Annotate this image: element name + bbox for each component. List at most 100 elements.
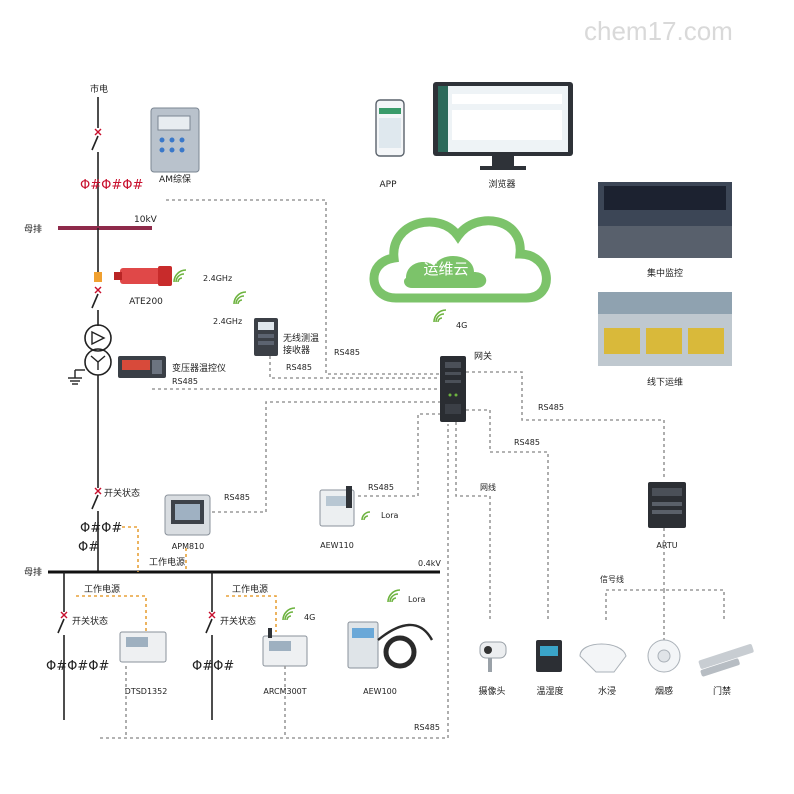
- camera-icon: [479, 641, 507, 672]
- label-rs485-aew110: RS485: [368, 483, 394, 492]
- breaker-switch-low: [91, 494, 99, 510]
- link-apm-to-gateway: [212, 401, 444, 513]
- label-cloud-signal: 4G: [456, 321, 467, 330]
- label-busbar-top: 母排: [24, 223, 42, 235]
- label-dtsd1352: DTSD1352: [125, 687, 168, 696]
- wifi-icon-arcm: [282, 607, 296, 621]
- fuse-x-branch-1: [60, 611, 68, 619]
- label-cloud: 运维云: [423, 260, 468, 278]
- ground-icon: [68, 369, 85, 385]
- door-sensor-icon: [698, 644, 754, 677]
- label-water: 水浸: [598, 685, 616, 697]
- water-sensor-icon: [579, 643, 627, 673]
- disconnect-switch-mid: [91, 293, 99, 309]
- watermark: chem17.com: [584, 16, 733, 46]
- label-gateway: 网关: [474, 350, 492, 362]
- aew110-meter: [319, 486, 355, 527]
- label-camera: 摄像头: [478, 685, 505, 697]
- label-am: AM综保: [159, 173, 191, 185]
- label-offline-ops: 线下运维: [647, 376, 683, 388]
- label-switch-state-left: 开关状态: [72, 615, 108, 627]
- label-receiver-freq: 2.4GHz: [213, 317, 242, 326]
- label-aew100: AEW100: [363, 687, 397, 696]
- link-gateway-to-artu: [466, 371, 665, 480]
- label-busbar-bottom: 母排: [24, 566, 42, 578]
- label-lora-aew100: Lora: [408, 595, 426, 604]
- label-ate200: ATE200: [129, 297, 163, 307]
- link-gateway-to-camera: [455, 422, 491, 620]
- am-protection-device: [150, 107, 200, 173]
- label-rs485-right-a: RS485: [538, 403, 564, 412]
- label-04kv: 0.4kV: [418, 559, 441, 568]
- branch-1-switch: [57, 618, 65, 634]
- label-work-power-left: 工作电源: [84, 583, 120, 595]
- label-receiver-1: 无线测温: [283, 332, 319, 344]
- phone-app-icon: [375, 99, 405, 157]
- label-network-cable: 网线: [480, 482, 496, 492]
- humidity-sensor-icon: [536, 640, 562, 672]
- link-gateway-to-humidity: [466, 409, 549, 620]
- offline-ops-photo: [598, 292, 732, 366]
- label-switch-state-top: 开关状态: [104, 487, 140, 499]
- transformer-temp-controller: [118, 356, 166, 378]
- central-monitor-photo: [598, 182, 732, 258]
- ct-group-branch-2: Φ#Φ#: [192, 659, 234, 674]
- fuse-x-low: [94, 487, 102, 495]
- label-signal-line: 信号线: [600, 574, 624, 584]
- label-rs485-transformer: RS485: [172, 377, 198, 386]
- apm810-meter: [164, 494, 211, 536]
- wifi-icon-ate: [173, 269, 187, 283]
- label-rs485-receiver-a: RS485: [334, 348, 360, 357]
- label-lora-aew110: Lora: [381, 511, 399, 520]
- label-apm810: APM810: [172, 542, 204, 551]
- fuse-x-top: [94, 128, 102, 136]
- wifi-icon-aew100: [387, 589, 401, 603]
- label-receiver-2: 接收器: [283, 344, 310, 356]
- wifi-icon-aew110: [361, 511, 371, 521]
- link-aew110-to-gateway: [358, 413, 444, 497]
- label-work-power-mid: 工作电源: [232, 583, 268, 595]
- label-arcm-signal: 4G: [304, 613, 315, 622]
- label-door: 门禁: [713, 685, 731, 697]
- dtsd1352-meter: [119, 631, 167, 663]
- transformer-icon: [84, 324, 112, 376]
- link-rs485-bottom: [100, 424, 449, 739]
- link-receiver-to-gateway: [269, 356, 444, 379]
- ct-group-low-2: Φ#: [78, 540, 99, 555]
- label-work-power-apm: 工作电源: [149, 556, 185, 568]
- ct-group-low: Φ#Φ#: [80, 521, 122, 536]
- svg-text:Φ#Φ#Φ#: Φ#Φ#Φ#: [80, 178, 143, 193]
- smoke-detector-icon: [647, 639, 681, 673]
- ct-group-branch-1: Φ#Φ#Φ#: [46, 659, 109, 674]
- gateway-device: [440, 356, 466, 422]
- wifi-icon-receiver: [233, 291, 247, 305]
- label-central-monitor: 集中监控: [647, 267, 683, 279]
- wireless-receiver-device: [254, 318, 278, 356]
- fuse-orange: [94, 272, 102, 282]
- label-rs485-apm: RS485: [224, 493, 250, 502]
- label-rs485-bottom: RS485: [414, 723, 440, 732]
- label-utility: 市电: [90, 83, 108, 95]
- artu-device: [648, 482, 686, 528]
- work-power-line-apm: [122, 526, 139, 572]
- label-humidity: 温湿度: [536, 685, 563, 697]
- branch-2-switch: [205, 618, 213, 634]
- link-am-to-gateway: [166, 199, 444, 375]
- label-ate-freq: 2.4GHz: [203, 274, 232, 283]
- arcm300t-meter: [262, 628, 308, 667]
- label-browser: 浏览器: [488, 178, 515, 190]
- ate200-sensor: [114, 266, 172, 286]
- fuse-x-mid: [94, 286, 102, 294]
- browser-monitor-icon: [433, 82, 573, 170]
- signal-line-bus: [605, 589, 725, 620]
- label-aew110: AEW110: [320, 541, 354, 550]
- cloud-icon: [369, 216, 551, 303]
- label-smoke: 烟感: [655, 685, 673, 697]
- work-power-line-mid: [226, 595, 277, 632]
- label-rs485-right-b: RS485: [514, 438, 540, 447]
- label-app: APP: [379, 180, 397, 190]
- label-transformer-ctrl: 变压器温控仪: [172, 362, 226, 374]
- wifi-icon-gateway: [433, 309, 447, 323]
- label-artu: ARTU: [656, 541, 677, 550]
